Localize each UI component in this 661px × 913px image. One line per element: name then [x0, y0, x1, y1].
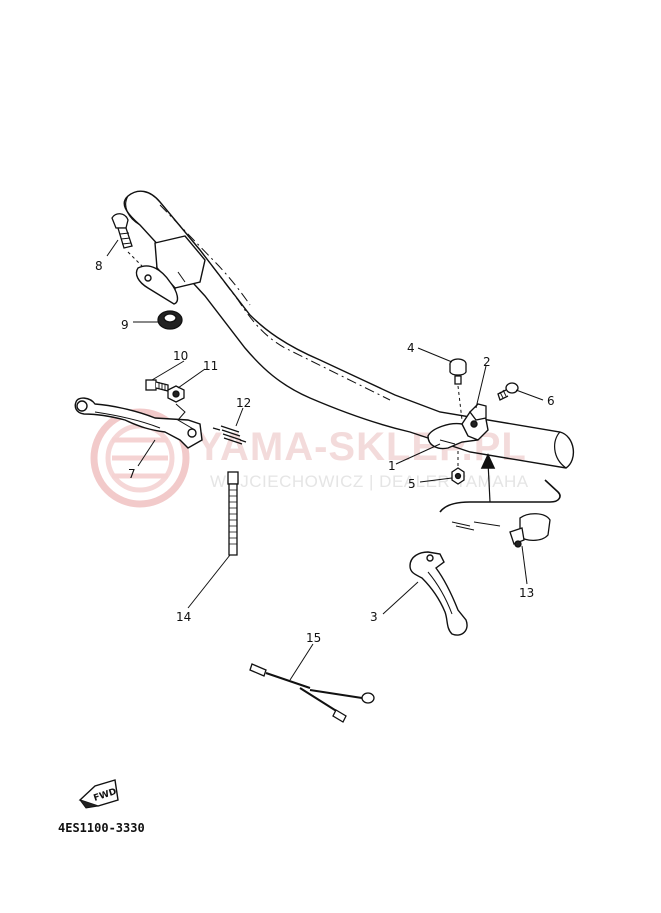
- part-11-nut: [167, 385, 185, 403]
- part-12-spring: [212, 425, 247, 445]
- part-13-switch: [451, 513, 551, 548]
- part-10-bolt: [145, 379, 169, 392]
- label-part-13: 13: [519, 586, 534, 600]
- fwd-arrow-icon: FWD: [78, 779, 119, 809]
- diagram-code: 4ES1100-3330: [58, 821, 145, 835]
- label-part-2: 2: [483, 355, 491, 369]
- label-part-12: 12: [236, 396, 251, 410]
- label-part-10: 10: [173, 349, 188, 363]
- watermark-dealer: WOJCIECHOWICZ | DEALER YAMAHA: [210, 472, 529, 491]
- part-4-bolt: [449, 358, 467, 421]
- label-part-6: 6: [547, 394, 555, 408]
- part-8-bolt: [111, 213, 143, 267]
- master-cylinder: [135, 235, 206, 305]
- part-9-nut: [157, 310, 183, 330]
- label-part-14: 14: [176, 610, 191, 624]
- label-part-3: 3: [370, 610, 378, 624]
- part-7-lever: [74, 397, 203, 449]
- label-part-11: 11: [203, 359, 218, 373]
- label-part-1: 1: [388, 459, 396, 473]
- label-part-5: 5: [408, 477, 416, 491]
- part-15-cable: [249, 663, 375, 723]
- label-part-7: 7: [128, 467, 136, 481]
- leader-lines: [106, 239, 544, 681]
- part-14-cable-tie: [227, 471, 239, 556]
- part-5-nut: [451, 448, 465, 485]
- label-part-8: 8: [95, 259, 103, 273]
- label-part-4: 4: [407, 341, 415, 355]
- label-part-9: 9: [121, 318, 129, 332]
- label-part-15: 15: [306, 631, 321, 645]
- detail-bracket: [439, 453, 561, 513]
- part-labels: 8 9 10 11 12 7 14 4 2 6 1 5 13 3 15: [95, 259, 555, 645]
- leader-bracket-10-11: [175, 403, 196, 431]
- handlebar: [123, 190, 575, 469]
- part-6-bolt: [497, 382, 519, 401]
- part-3-lever: [409, 551, 468, 636]
